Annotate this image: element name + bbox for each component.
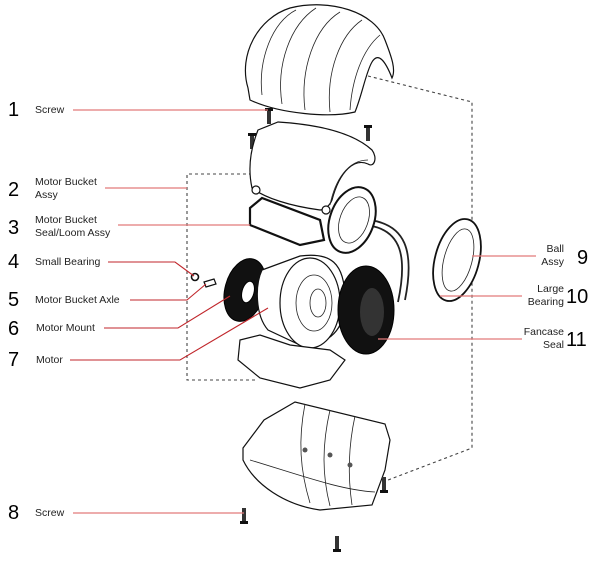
top-shell-part	[244, 4, 395, 116]
part-number-10: 10	[566, 286, 589, 308]
leader-lines	[70, 109, 536, 514]
part-number-6: 6	[8, 318, 20, 340]
part-label-3-line2: Seal/Loom Assy	[35, 227, 111, 239]
part-number-5: 5	[8, 289, 20, 311]
part-number-3: 3	[8, 217, 20, 239]
motor-part	[256, 254, 346, 349]
leader-line-7	[70, 307, 269, 361]
part-number-4: 4	[8, 251, 20, 273]
fancase-seal-part	[337, 265, 395, 355]
part-label-2-line2: Assy	[35, 189, 58, 201]
motor-bucket-axle-part	[203, 278, 217, 288]
part-number-11: 11	[566, 329, 587, 351]
assembly-group-outline-left	[186, 173, 258, 381]
part-label-9-line2: Assy	[541, 256, 564, 268]
part-label-8: Screw	[35, 507, 65, 519]
leader-line-6	[104, 295, 231, 329]
wire-loom-part	[369, 219, 410, 303]
part-label-1: Screw	[35, 104, 65, 116]
large-bearing-part	[432, 218, 482, 302]
part-label-11-line2: Seal	[542, 339, 564, 351]
gear-ring-part	[327, 186, 377, 254]
part-number-8: 8	[8, 502, 20, 524]
motor-housing-lower-part	[237, 334, 346, 389]
part-label-6: Motor Mount	[36, 322, 95, 334]
part-number-7: 7	[8, 349, 20, 371]
leader-line-5	[130, 283, 207, 301]
part-label-2-line1: Motor Bucket	[35, 176, 97, 188]
bottom-screws-part	[240, 477, 388, 552]
part-number-1: 1	[8, 99, 20, 121]
bottom-shell-part	[242, 401, 391, 511]
assembly-group-outline-right	[367, 75, 473, 486]
part-label-10-line2: Bearing	[527, 296, 564, 308]
part-label-4: Small Bearing	[35, 256, 101, 268]
leader-line-4	[108, 261, 195, 277]
part-label-7: Motor	[36, 354, 63, 366]
part-number-9: 9	[577, 247, 589, 269]
part-label-5: Motor Bucket Axle	[35, 294, 120, 306]
motor-bucket-part	[249, 121, 376, 215]
part-number-2: 2	[8, 179, 20, 201]
part-label-10-line1: Large	[537, 283, 564, 295]
part-label-9-line1: Ball	[546, 243, 564, 255]
part-label-11-line1: Fancase	[523, 326, 564, 338]
part-label-3-line1: Motor Bucket	[35, 214, 97, 226]
